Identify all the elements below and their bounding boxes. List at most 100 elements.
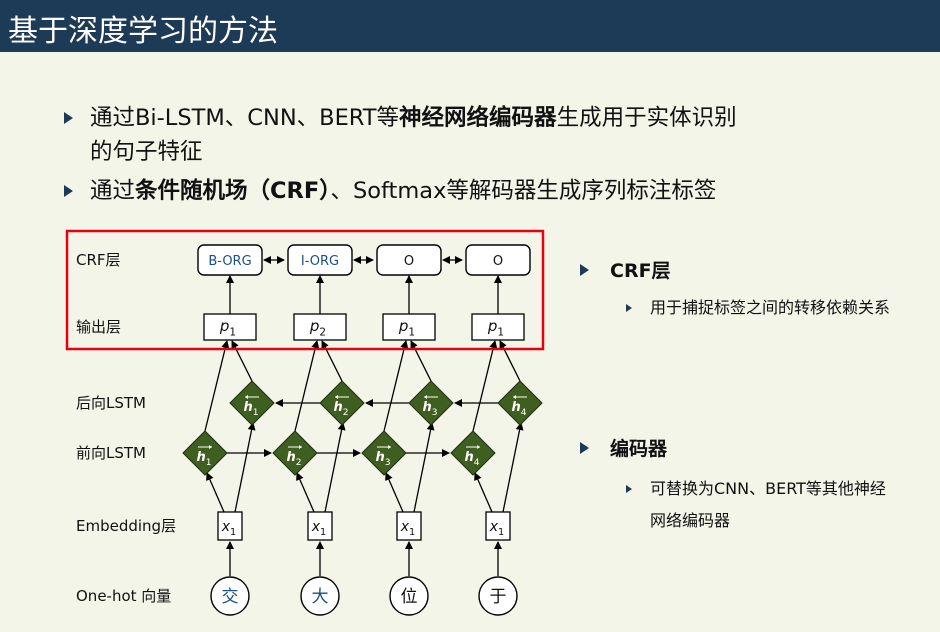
edge-embedding-to-forward	[474, 472, 493, 513]
row-label-embedding: Embedding层	[76, 517, 176, 535]
forward-lstm-node	[361, 430, 407, 476]
token-label: 大	[312, 587, 329, 607]
token-label: 于	[490, 587, 507, 607]
side-marker-icon	[580, 442, 589, 454]
forward-lstm-node-label: h3	[375, 450, 390, 468]
bullet-1-bold: 神经网络编码器	[399, 105, 557, 131]
forward-lstm-node-arrowhead	[388, 445, 391, 449]
output-label: p1	[398, 317, 415, 339]
backward-lstm-node-arrowhead	[245, 395, 248, 399]
backward-lstm-node-arrowhead	[513, 395, 516, 399]
edge-embedding-to-backward	[413, 422, 435, 513]
edge-forward-to-output	[383, 340, 409, 432]
embedding-label: x1	[221, 519, 237, 538]
row-label-onehot: One-hot 向量	[76, 587, 171, 605]
edge-backward-to-output	[410, 340, 432, 382]
bullet-1-line2: 的句子特征	[90, 139, 203, 165]
crf-tag-label: I-ORG	[301, 254, 339, 269]
bullet-2-bold: 条件随机场（CRF）	[135, 178, 331, 204]
backward-lstm-node-label: h3	[422, 400, 437, 418]
crf-description: 用于捕捉标签之间的转移依赖关系	[650, 298, 891, 317]
forward-lstm-node-arrowhead	[209, 445, 212, 449]
forward-lstm-node-label: h1	[196, 450, 211, 468]
backward-lstm-node	[408, 380, 454, 426]
edge-embedding-to-forward	[296, 472, 315, 513]
title-bar: 基于深度学习的方法	[0, 0, 940, 52]
token-label: 交	[222, 587, 239, 607]
row-label-backward: 后向LSTM	[76, 394, 146, 412]
encoder-heading: 编码器	[610, 438, 668, 460]
crf-tag-box	[287, 244, 353, 276]
edge-forward-to-output	[294, 340, 320, 432]
bullet-2-post: 、Softmax等解码器生成序列标注标签	[330, 178, 717, 204]
backward-lstm-node-arrowhead	[424, 395, 427, 399]
embedding-label: x1	[311, 519, 327, 538]
embedding-label: x1	[489, 519, 505, 538]
crf-tag-box	[197, 244, 263, 276]
crf-tag-box	[376, 244, 442, 276]
crf-output-highlight-box	[65, 229, 545, 351]
encoder-description-line1: 可替换为CNN、BERT等其他神经	[650, 479, 886, 498]
encoder-description-line2: 网络编码器	[650, 511, 731, 530]
edge-forward-to-output	[472, 340, 498, 432]
bullet-marker-icon	[64, 112, 73, 124]
crf-tag-label: O	[493, 254, 503, 269]
bullet-2-pre: 通过	[90, 178, 136, 204]
backward-lstm-node	[229, 380, 275, 426]
embedding-box	[485, 511, 511, 541]
output-box	[293, 313, 347, 341]
forward-lstm-node-label: h4	[464, 450, 479, 468]
token-circle	[478, 576, 518, 616]
token-circle	[210, 576, 250, 616]
forward-lstm-node	[272, 430, 318, 476]
edge-forward-to-output	[204, 340, 230, 432]
backward-lstm-node	[319, 380, 365, 426]
embedding-label: x1	[400, 519, 416, 538]
row-label-forward: 前向LSTM	[76, 444, 146, 462]
row-label-crf: CRF层	[76, 251, 121, 269]
output-box	[382, 313, 436, 341]
bullet-1: 通过Bi-LSTM、CNN、BERT等神经网络编码器生成用于实体识别	[90, 102, 737, 135]
output-label: p1	[219, 317, 236, 339]
edge-embedding-to-backward	[234, 422, 256, 513]
crf-heading: CRF层	[610, 260, 671, 282]
side-marker-icon	[580, 264, 589, 276]
token-circle	[389, 576, 429, 616]
token-label: 位	[401, 587, 418, 607]
crf-tag-label: O	[404, 254, 414, 269]
slide-title: 基于深度学习的方法	[8, 14, 278, 49]
forward-lstm-node-arrowhead	[477, 445, 480, 449]
forward-lstm-node	[182, 430, 228, 476]
edge-embedding-to-forward	[385, 472, 404, 513]
backward-lstm-node-label: h4	[511, 400, 526, 418]
forward-lstm-node-label: h2	[286, 450, 301, 468]
forward-lstm-node	[450, 430, 496, 476]
backward-lstm-node	[497, 380, 543, 426]
token-circle	[300, 576, 340, 616]
backward-lstm-node-label: h2	[333, 400, 348, 418]
edge-embedding-to-backward	[324, 422, 346, 513]
output-box	[203, 313, 257, 341]
crf-tag-box	[465, 244, 531, 276]
edge-backward-to-output	[231, 340, 253, 382]
bullet-1-post: 生成用于实体识别	[556, 105, 737, 131]
crf-tag-label: B-ORG	[208, 254, 251, 269]
forward-lstm-node-arrowhead	[299, 445, 302, 449]
embedding-box	[396, 511, 422, 541]
row-label-output: 输出层	[76, 318, 121, 336]
edge-backward-to-output	[499, 340, 521, 382]
output-label: p1	[487, 317, 504, 339]
embedding-box	[307, 511, 333, 541]
backward-lstm-node-arrowhead	[335, 395, 338, 399]
backward-lstm-node-label: h1	[243, 400, 258, 418]
bullet-2: 通过条件随机场（CRF）、Softmax等解码器生成序列标注标签	[90, 175, 716, 208]
edge-backward-to-output	[321, 340, 343, 382]
bullet-marker-icon	[64, 185, 73, 197]
side-sub-marker-icon	[626, 485, 632, 493]
side-sub-marker-icon	[626, 304, 632, 312]
output-box	[471, 313, 525, 341]
output-label: p2	[309, 317, 326, 339]
edge-embedding-to-backward	[502, 422, 524, 513]
embedding-box	[217, 511, 243, 541]
